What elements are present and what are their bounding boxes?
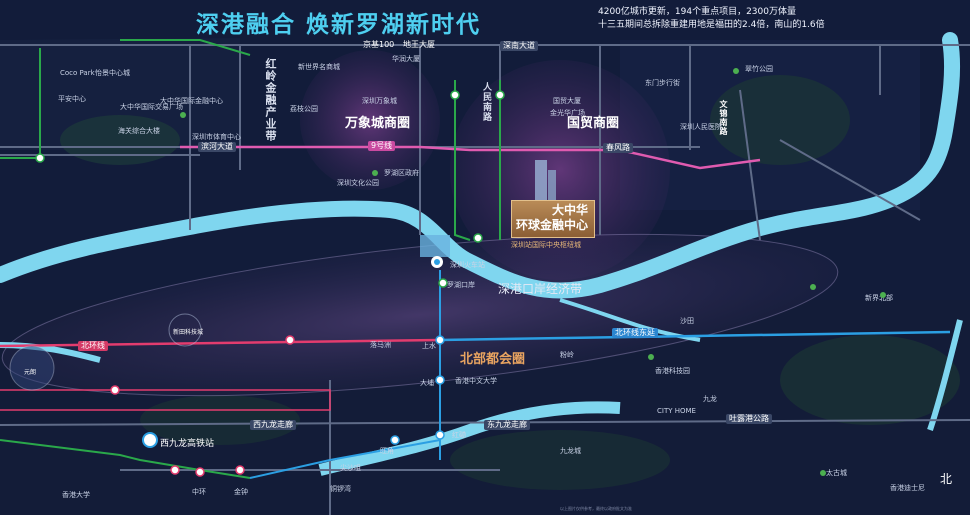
stats-line-1: 4200亿城市更新，194个重点项目，2300万体量 (598, 7, 796, 17)
place-label: 深圳万象城 (362, 97, 397, 105)
place-label: 沙田 (680, 317, 694, 325)
place-label: 荔枝公园 (290, 105, 318, 113)
place-label: Coco Park (60, 69, 95, 77)
place-label: 大埔 (420, 379, 434, 387)
road-label-binhe: 滨河大道 (198, 142, 236, 152)
road-label-diwang: 地王大厦 (403, 40, 435, 49)
place-label: 中环 (192, 488, 206, 496)
place-label: 新世界名商城 (298, 63, 340, 71)
place-label: 新界北部 (865, 294, 893, 302)
hub-label-line-1: 大中华 (551, 203, 588, 217)
place-label: 深圳文化公园 (337, 179, 379, 187)
park-marker (648, 354, 654, 360)
zone-yuanlang: 元朗 (24, 369, 37, 376)
zone-guomao: 国贸商圈 (567, 116, 620, 131)
place-label: 香港大学 (62, 491, 90, 499)
metro-label-north-ring-east: 北环线东延 (612, 328, 658, 338)
place-label: 平安中心 (58, 95, 86, 103)
hub-label: 大中华 环球金融中心 (511, 200, 595, 238)
place-label: 怡景中心城 (95, 69, 130, 77)
place-label: 大中华国际交易广场 (120, 103, 183, 111)
place-label: 深圳市体育中心 (192, 133, 241, 141)
place-label: 尖沙咀 (340, 464, 361, 472)
place-label: 九龙 (703, 395, 717, 403)
place-label: 上水 (422, 342, 436, 350)
page-title: 深港融合 焕新罗湖新时代 (196, 12, 482, 38)
footnote: 以上图片仅供参考，最终以政府批文为准 (560, 506, 632, 511)
road-label-tolo: 吐露港公路 (726, 414, 772, 424)
place-label: 粉岭 (560, 351, 574, 359)
park-marker (880, 292, 886, 298)
place-label: 落马洲 (370, 341, 391, 349)
place-label: 深圳火车站 (450, 261, 485, 269)
road-label-chunfeng: 春风路 (603, 143, 633, 153)
place-label: 金光华广场 (550, 109, 585, 117)
place-label: 海关综合大楼 (118, 127, 160, 135)
zone-kouan: 深港口岸经济带 (498, 282, 583, 296)
hub-sublabel: 深圳站国际中央枢纽城 (511, 241, 581, 249)
zone-beibu: 北部都会圈 (460, 352, 526, 367)
place-label: 九龙城 (560, 447, 581, 455)
zone-west-kowloon-station: 西九龙高铁站 (160, 439, 215, 449)
place-label: 罗湖口岸 (447, 281, 475, 289)
place-label: 香港迪士尼 (890, 484, 925, 492)
place-label: 红磡 (452, 431, 466, 439)
road-label-west-kowloon: 西九龙走廊 (250, 420, 296, 430)
place-label: 金钟 (234, 488, 248, 496)
place-label: 香港中文大学 (455, 377, 497, 385)
place-label: 旺角 (380, 447, 394, 455)
place-label: 东门步行街 (645, 79, 680, 87)
place-label: 罗湖区政府 (384, 169, 419, 177)
zone-wanxiang: 万象城商圈 (345, 116, 411, 131)
hub-label-line-2: 环球金融中心 (515, 218, 588, 232)
park-marker (180, 112, 186, 118)
zone-xintian: 新田科技城 (173, 329, 204, 336)
park-marker (810, 284, 816, 290)
place-label: 深圳人民医院 (680, 123, 722, 131)
belt-label-hongling: 红岭金融产业带 (264, 58, 277, 142)
place-label: 大中华国际金融中心 (160, 97, 223, 105)
road-label-shennan: 深南大道 (500, 41, 538, 51)
park-marker (820, 470, 826, 476)
park-marker (372, 170, 378, 176)
road-label-kingkey: 京基100 (363, 40, 395, 49)
park-marker (733, 68, 739, 74)
place-label: 国贸大厦 (553, 97, 581, 105)
road-label-wenjin: 文锦南路 (719, 100, 728, 136)
place-label: 翠竹公园 (745, 65, 773, 73)
place-label: 香港科技园 (655, 367, 690, 375)
road-label-east-kowloon: 东九龙走廊 (484, 420, 530, 430)
place-label: 华润大厦 (392, 55, 420, 63)
stats-line-2: 十三五期间总拆除重建用地是福田的2.4倍，南山的1.6倍 (598, 20, 825, 30)
place-label: CITY HOME (657, 407, 696, 415)
north-indicator: 北 (940, 472, 953, 486)
road-label-renmin: 人民南路 (481, 82, 491, 122)
metro-label-line9: 9号线 (368, 141, 396, 151)
place-label: 铜锣湾 (330, 485, 351, 493)
stats-block: 4200亿城市更新，194个重点项目，2300万体量 十三五期间总拆除重建用地是… (598, 6, 825, 32)
metro-label-north-ring: 北环线 (78, 341, 108, 351)
place-label: 太古城 (826, 469, 847, 477)
